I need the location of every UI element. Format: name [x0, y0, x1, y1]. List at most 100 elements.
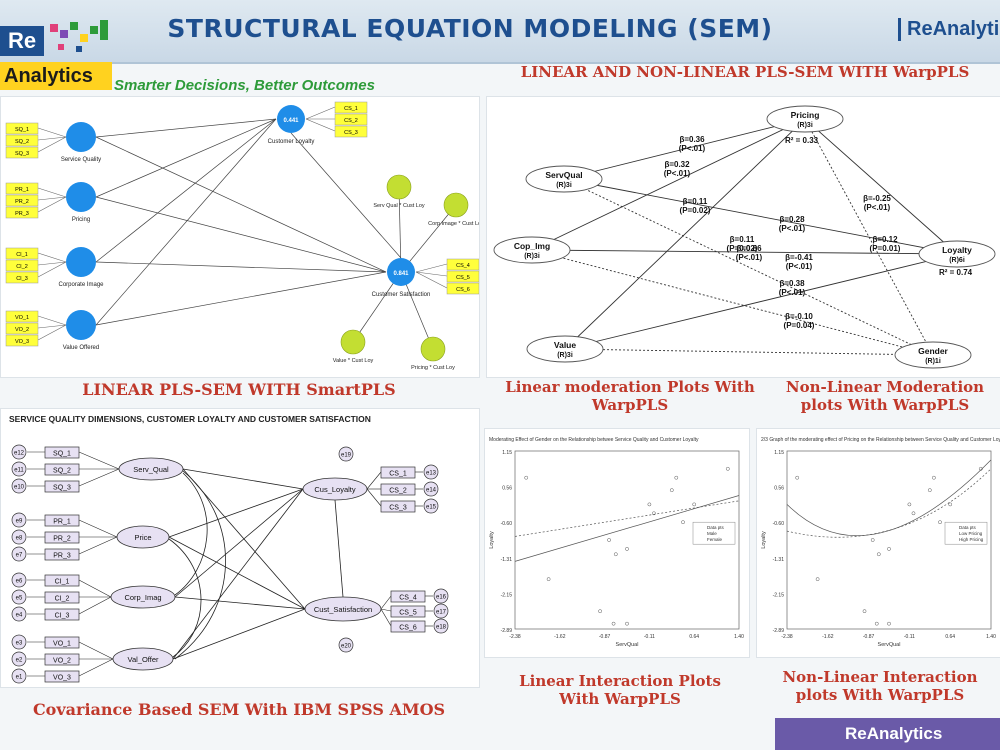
loading-line	[78, 641, 114, 660]
error-term	[423, 464, 439, 480]
moderator-label: Corp Image * Cust Loy	[428, 221, 479, 227]
construct-name: Pricing	[791, 110, 820, 120]
y-tick: -1.31	[773, 557, 785, 563]
error-label: e5	[16, 596, 23, 602]
x-tick: 1.40	[986, 634, 996, 640]
error-term	[11, 606, 27, 622]
indicator-box	[5, 271, 39, 284]
loading-line	[37, 261, 67, 278]
legend-entry: Male	[707, 531, 717, 536]
data-point	[887, 621, 891, 626]
indicator-box	[44, 591, 80, 604]
path-arrow	[564, 348, 934, 356]
loading-line	[37, 136, 67, 153]
indicator-label: CI_1	[16, 252, 28, 258]
error-term	[11, 668, 27, 684]
logo	[0, 20, 116, 92]
construct-ellipse	[766, 105, 844, 133]
error-term	[338, 637, 354, 653]
indicator-label: PR_3	[15, 211, 29, 217]
construct-sub: (R)3i	[524, 253, 540, 260]
loading-line	[380, 608, 392, 612]
indicator-label: CS_5	[456, 275, 470, 281]
caption-warppls-top: LINEAR AND NON-LINEAR PLS-SEM WITH WarpP…	[520, 63, 970, 81]
legend-entry: Low Pricing	[959, 531, 983, 536]
indicator-box	[5, 134, 39, 147]
data-point	[911, 511, 916, 516]
indicator-label: SQ_3	[15, 151, 29, 157]
path-coef: β=-0.41	[785, 253, 813, 262]
data-point	[669, 488, 674, 493]
path-coef: β=0.12	[872, 235, 898, 244]
covariance-arc	[168, 538, 202, 658]
data-point	[611, 621, 616, 626]
loading-line	[37, 187, 67, 198]
data-point	[932, 475, 936, 480]
error-label: e4	[16, 613, 23, 619]
construct-name: ServQual	[545, 170, 582, 180]
indicator-label: CS_3	[344, 130, 358, 136]
data-point	[874, 621, 879, 626]
data-point	[625, 547, 629, 551]
y-axis-label: Loyalty	[761, 531, 767, 549]
path-coef: β=0.28	[779, 215, 805, 224]
legend-entry: Data pts	[959, 525, 977, 530]
loading-line	[37, 196, 67, 213]
loading-line	[78, 519, 118, 538]
loading-line	[366, 488, 382, 507]
error-label: e15	[426, 505, 437, 511]
fit-line	[514, 500, 740, 537]
indicator-box	[44, 463, 80, 476]
y-tick: 0.56	[774, 486, 784, 492]
construct-ellipse	[525, 165, 603, 193]
error-label: e2	[16, 658, 23, 664]
indicator-label: VO_1	[15, 315, 29, 321]
plot-title: 2/3 Graph of the moderating effect of Pr…	[761, 437, 1000, 443]
error-term	[433, 603, 449, 619]
indicator-box	[446, 258, 479, 271]
construct-node	[277, 105, 305, 133]
indicator-box	[44, 636, 80, 649]
y-tick: -2.15	[501, 592, 513, 598]
path-coef: β=0.11	[730, 235, 755, 244]
y-tick: 1.15	[774, 450, 784, 456]
indicator-box	[380, 483, 416, 496]
path-line	[95, 118, 277, 326]
latent-label: Price	[134, 533, 151, 542]
indicator-box	[390, 620, 426, 633]
indicator-box	[5, 310, 39, 323]
indicator-box	[5, 322, 39, 335]
path-pvalue: (P<.01)	[786, 262, 813, 271]
loading-line	[78, 536, 118, 555]
y-tick: 1.15	[502, 450, 512, 456]
path-coef: β=0.38	[779, 279, 805, 288]
latent-ellipse	[118, 457, 184, 481]
y-tick: -2.89	[773, 628, 785, 634]
indicator-label: PR_1	[53, 519, 71, 526]
covariance-arc	[174, 470, 226, 660]
x-tick: -0.87	[863, 634, 875, 640]
error-label: e8	[16, 536, 23, 542]
indicator-label: CS_5	[399, 610, 417, 617]
loading-line	[415, 271, 448, 289]
latent-label: Cus_Loyalty	[314, 485, 356, 494]
indicator-box	[44, 574, 80, 587]
path-arrow	[564, 253, 958, 350]
indicator-box	[334, 113, 368, 126]
nonlinear-interaction-plot: 2/3 Graph of the moderating effect of Pr…	[756, 428, 1000, 658]
path-coef: β=-0.10	[785, 312, 813, 321]
error-term	[433, 618, 449, 634]
error-term	[11, 512, 27, 528]
path-pvalue: (P=0.02)	[727, 244, 758, 253]
path-coef: β=-0.25	[863, 194, 891, 203]
path-arrow	[172, 488, 304, 660]
path-coef: β=0.86	[736, 244, 762, 253]
indicator-label: SQ_1	[53, 451, 71, 458]
plot-frame	[786, 450, 992, 630]
amos-diagram: SERVICE QUALITY DIMENSIONS, CUSTOMER LOY…	[0, 408, 480, 688]
construct-sub: (R)3i	[797, 122, 813, 129]
path-line	[95, 118, 277, 263]
loading-line	[37, 252, 67, 263]
construct-node	[66, 247, 96, 277]
